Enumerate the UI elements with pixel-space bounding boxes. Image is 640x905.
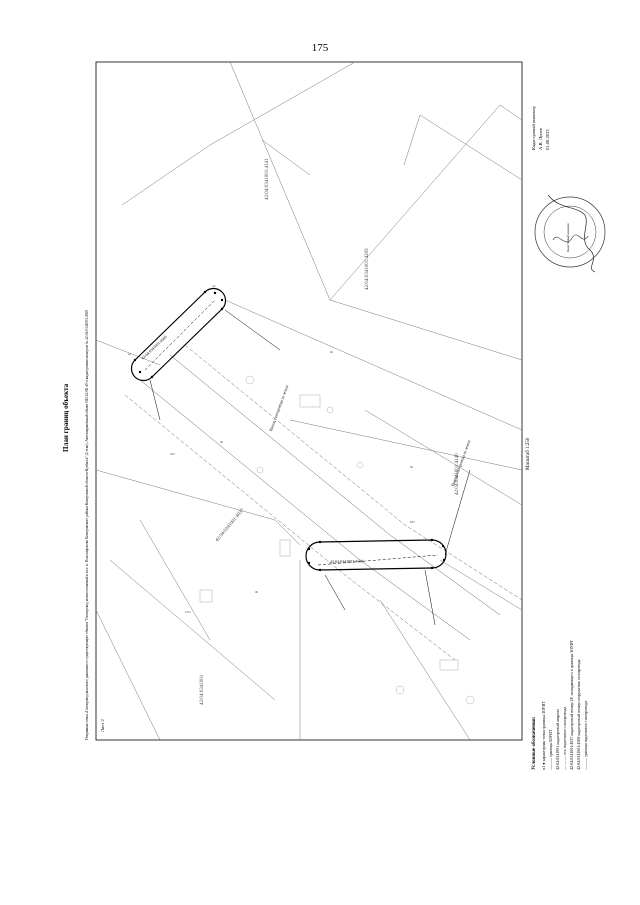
- road-corridor: [124, 344, 523, 661]
- gas-axis-1: [144, 299, 216, 371]
- quarter-label: 42:04:0341001: [200, 674, 205, 705]
- legend-item: 42:04:0341001:4037 кадастровый номер ЗУ,…: [569, 639, 574, 770]
- feature-label: СШ: [185, 610, 191, 614]
- feature-label: КН: [170, 452, 175, 456]
- page-number: 175: [311, 42, 329, 54]
- feature-label: КН: [410, 520, 415, 524]
- leader-lines: [149, 309, 471, 626]
- zouit-boundary-2: [305, 539, 447, 571]
- point-label: н1: [128, 352, 132, 356]
- signer-date: 01.08.2023: [545, 129, 550, 150]
- feature-label: Ж: [220, 440, 223, 444]
- document-subtitle: Отправная точка «Газопровод высокого дав…: [85, 309, 89, 740]
- gas-label: 42:04:0341001:4569: [330, 558, 364, 564]
- legend-item: — — — ось подземного газопровода: [562, 706, 567, 770]
- map-frame: [95, 61, 523, 741]
- parcel-label: 42:04:0341001:4209: [365, 248, 370, 290]
- parcel-boundaries: [95, 61, 523, 741]
- feature-label: Ж: [410, 465, 413, 469]
- legend-item: ——— граница ЗОУИТ: [548, 729, 553, 770]
- legend-item: ——— граница надземного газопровода: [583, 701, 588, 770]
- scale-label: Масштаб 1:250: [526, 437, 531, 470]
- zouit-boundary-1: [130, 287, 227, 382]
- feature-label: Ж: [255, 590, 258, 594]
- legend-item: 42:04:0341001:4569 кадастровый номер соо…: [576, 659, 581, 770]
- parcel-label: 42:04:0341001:4141: [265, 158, 270, 200]
- seal-text: Кадастровый инженер: [566, 223, 570, 252]
- point-label: н2: [212, 284, 216, 288]
- zouit-points: [133, 290, 446, 572]
- feature-label: Ж: [330, 350, 333, 354]
- sheet-label: Лист 2: [100, 719, 105, 732]
- legend-heading: Условные обозначения:: [532, 716, 537, 770]
- gas-axis-2: [317, 554, 439, 566]
- legend-item: н1 ● характерная точка границы ЗОУИТ: [541, 701, 546, 770]
- legend-item: 42:04:0341001 кадастровый квартал: [555, 708, 560, 770]
- topo-marks: [199, 375, 475, 705]
- signer-role: Кадастровый инженер: [531, 106, 536, 150]
- signer-name: А.В. Лунев: [538, 128, 543, 150]
- document-title: План границ объекта: [62, 383, 70, 452]
